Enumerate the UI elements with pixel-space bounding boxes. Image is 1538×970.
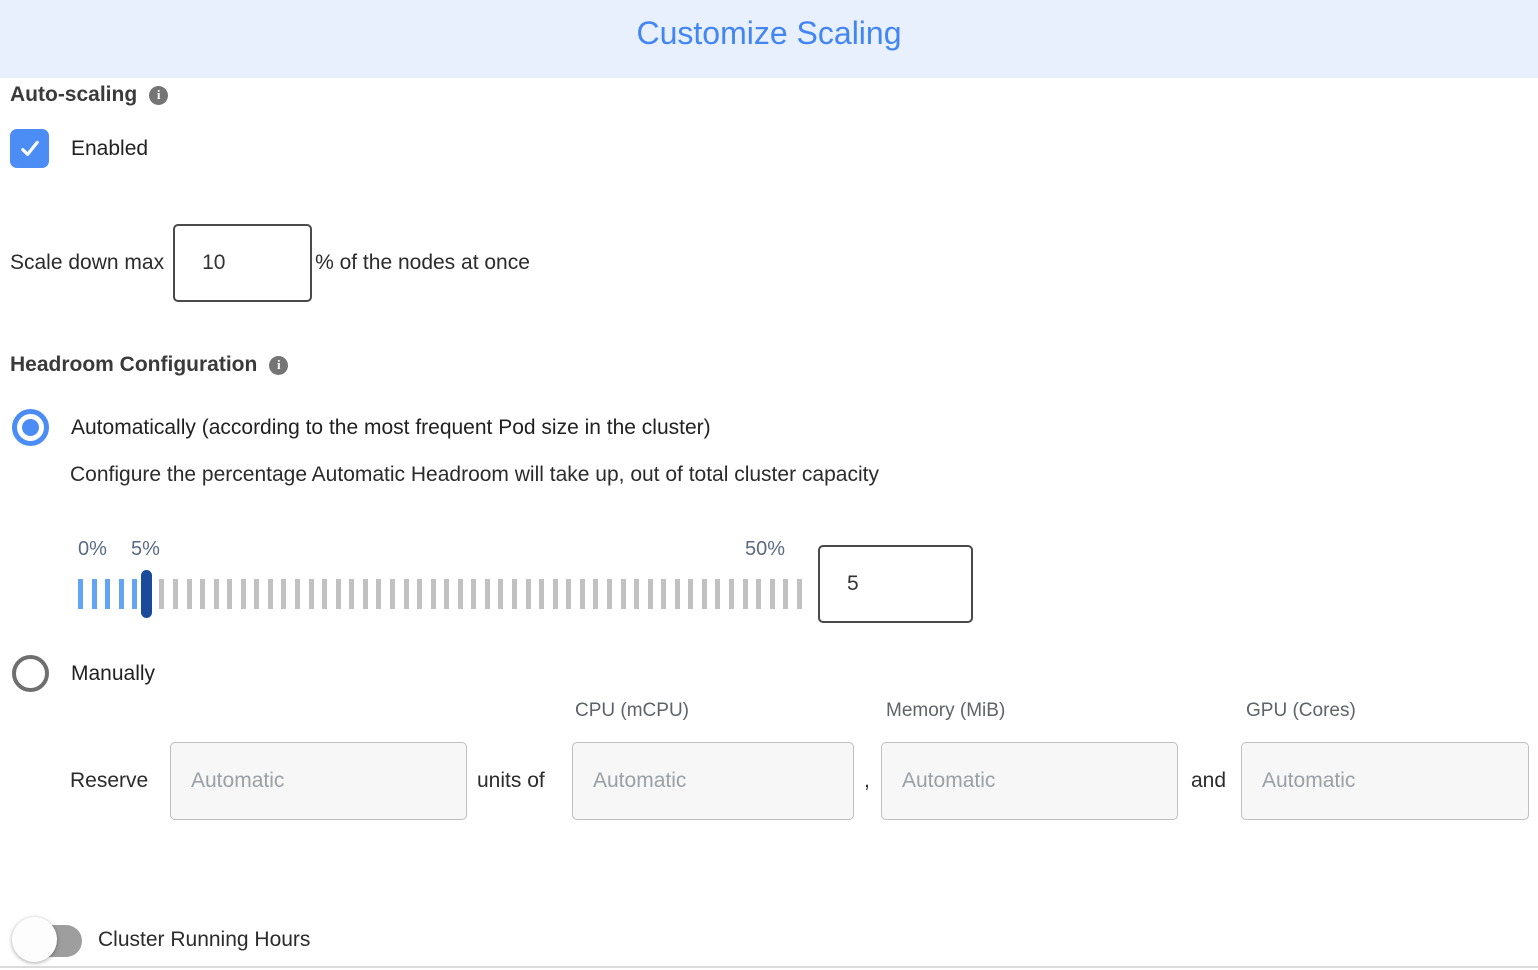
- cluster-running-hours-label[interactable]: Cluster Running Hours: [98, 928, 311, 951]
- manually-label[interactable]: Manually: [71, 661, 156, 685]
- slider-tick: [444, 579, 450, 609]
- toggle-knob[interactable]: [12, 917, 57, 962]
- slider-tick: [362, 579, 368, 609]
- bottom-divider: [0, 966, 1538, 968]
- slider-tick: [634, 579, 640, 609]
- slider-tick: [661, 579, 667, 609]
- slider-tick: [566, 579, 572, 609]
- slider-tick: [539, 579, 545, 609]
- slider-tick: [186, 579, 192, 609]
- slider-tick: [213, 579, 219, 609]
- slider-tick: [159, 579, 165, 609]
- slider-tick: [796, 579, 802, 609]
- slider-tick: [606, 579, 612, 609]
- slider-current-label: 5%: [131, 538, 160, 560]
- slider-tick: [349, 579, 355, 609]
- scale-down-suffix: % of the nodes at once: [315, 251, 530, 274]
- slider-tick: [715, 579, 721, 609]
- slider-tick: [281, 579, 287, 609]
- auto-scaling-label: Auto-scaling: [10, 83, 138, 106]
- slider-tick: [91, 579, 97, 609]
- slider-tick: [579, 579, 585, 609]
- enabled-label[interactable]: Enabled: [71, 136, 149, 160]
- radio-dot: [22, 419, 39, 436]
- slider-tick: [295, 579, 300, 609]
- slider-tick: [118, 579, 124, 609]
- automatically-radio[interactable]: [12, 409, 49, 446]
- info-icon[interactable]: i: [149, 85, 169, 105]
- slider-tick: [78, 579, 83, 609]
- slider-tick: [756, 579, 762, 609]
- slider-tick: [105, 579, 111, 609]
- scale-down-row: Scale down max % of the nodes at once: [10, 224, 530, 302]
- scale-down-label: Scale down max: [10, 251, 165, 274]
- dialog-header: Customize Scaling: [0, 0, 1538, 78]
- slider-tick: [403, 579, 409, 609]
- memory-column-header: Memory (MiB): [886, 700, 1006, 721]
- slider-tick: [172, 579, 178, 609]
- slider-tick: [471, 579, 477, 609]
- slider-min-label: 0%: [78, 538, 107, 560]
- headroom-slider: [78, 570, 802, 618]
- slider-tick: [308, 579, 314, 609]
- units-of-label: units of: [477, 769, 545, 792]
- enabled-checkbox[interactable]: [10, 129, 49, 168]
- slider-tick: [389, 579, 395, 609]
- slider-tick: [267, 579, 273, 609]
- slider-tick: [376, 579, 382, 609]
- slider-tick: [240, 579, 246, 609]
- slider-tick: [688, 579, 694, 609]
- slider-tick-track[interactable]: [78, 579, 802, 609]
- page-title: Customize Scaling: [636, 15, 902, 51]
- headroom-section: Headroom Configuration i: [10, 353, 289, 377]
- headroom-label: Headroom Configuration: [10, 353, 258, 376]
- slider-tick: [254, 579, 260, 609]
- headroom-percentage-input[interactable]: [818, 545, 973, 623]
- slider-tick: [729, 579, 734, 609]
- reserve-label: Reserve: [70, 769, 149, 792]
- slider-tick: [430, 579, 436, 609]
- cpu-column-header: CPU (mCPU): [575, 700, 689, 721]
- slider-tick: [525, 579, 531, 609]
- automatically-label[interactable]: Automatically (according to the most fre…: [71, 415, 711, 439]
- reserve-units-input[interactable]: [170, 742, 467, 820]
- gpu-column-header: GPU (Cores): [1246, 700, 1356, 721]
- slider-tick: [769, 579, 775, 609]
- cpu-input[interactable]: [572, 742, 854, 820]
- slider-tick: [647, 579, 653, 609]
- checkmark-icon: [18, 137, 42, 161]
- slider-tick: [417, 579, 423, 609]
- slider-tick: [200, 579, 206, 609]
- memory-input[interactable]: [881, 742, 1178, 820]
- slider-tick: [552, 579, 558, 609]
- headroom-manual-row: Manually: [12, 655, 155, 692]
- slider-tick: [227, 579, 233, 609]
- scale-down-input[interactable]: [173, 224, 313, 302]
- slider-tick: [512, 579, 517, 609]
- comma-separator: ,: [864, 769, 870, 792]
- slider-tick: [742, 579, 748, 609]
- info-icon[interactable]: i: [269, 355, 289, 375]
- slider-max-label: 50%: [745, 538, 786, 560]
- auto-scaling-section: Auto-scaling i: [10, 83, 169, 107]
- auto-scaling-enabled-row: Enabled: [10, 129, 148, 168]
- headroom-description: Configure the percentage Automatic Headr…: [70, 463, 879, 486]
- gpu-input[interactable]: [1241, 742, 1529, 820]
- slider-tick: [783, 579, 789, 609]
- slider-tick: [593, 579, 599, 609]
- and-label: and: [1191, 769, 1227, 792]
- slider-handle[interactable]: [141, 570, 152, 618]
- slider-tick: [701, 579, 707, 609]
- slider-tick: [484, 579, 490, 609]
- slider-tick: [498, 579, 504, 609]
- headroom-auto-row: Automatically (according to the most fre…: [12, 409, 711, 446]
- slider-tick: [457, 579, 463, 609]
- manually-radio[interactable]: [12, 655, 49, 692]
- slider-tick: [674, 579, 680, 609]
- slider-tick: [322, 579, 328, 609]
- slider-tick: [335, 579, 341, 609]
- slider-tick: [620, 579, 626, 609]
- slider-tick: [132, 579, 138, 609]
